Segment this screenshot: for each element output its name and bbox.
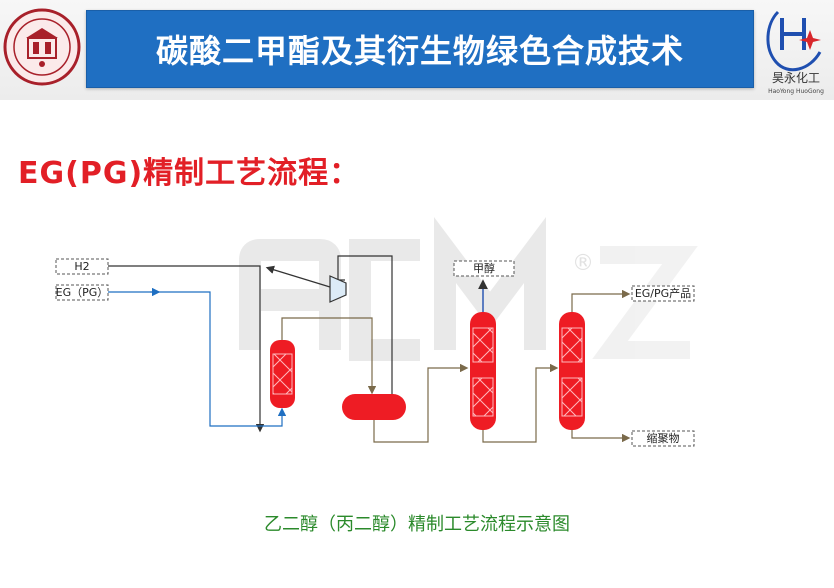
h2-label: H2 [74,260,89,273]
condensate-outlet-line [571,430,631,443]
column1-upper-packing [472,327,494,363]
column1-lower-packing [472,377,494,417]
brand-logo: 昊永化工 HaoYong HuoGong [758,4,834,96]
column1-bottoms-line [482,363,559,443]
watermark: ® [239,217,698,361]
reactor-outlet-line [281,317,377,395]
column2-upper-packing [561,327,583,363]
brand-name: 昊永化工 [772,71,820,85]
title-bar: 碳酸二甲酯及其衍生物绿色合成技术 [86,10,754,88]
h2-feed-line [108,265,265,433]
eg-pg-label: EG（PG） [56,286,109,299]
condensate-label: 缩聚物 [647,431,680,445]
column2-lower-packing [561,377,583,417]
reactor-packing [272,353,293,395]
recycle-gas-line [265,265,331,288]
eg-pg-feed-line [108,291,287,427]
separator-liquid-line [373,363,469,443]
product-label: EG/PG产品 [635,286,691,300]
slide-title: 碳酸二甲酯及其衍生物绿色合成技术 [155,32,684,70]
h2-inlet-box [55,258,109,275]
methanol-label: 甲醇 [473,261,495,275]
brand-latin: HaoYong HuoGong [768,88,824,95]
product-outlet-line [571,289,631,312]
registered-mark: ® [572,251,594,276]
diagram-caption: 乙二醇（丙二醇）精制工艺流程示意图 [264,514,570,535]
compressor-icon [329,275,347,303]
eg-pg-inlet-box [55,284,109,301]
university-seal-logo [2,2,82,92]
gas-liquid-separator [342,394,406,420]
methanol-outlet-box [453,260,515,277]
product-outlet-box [631,285,695,302]
section-heading: EG(PG)精制工艺流程： [18,156,361,191]
condensate-outlet-box [631,430,695,447]
